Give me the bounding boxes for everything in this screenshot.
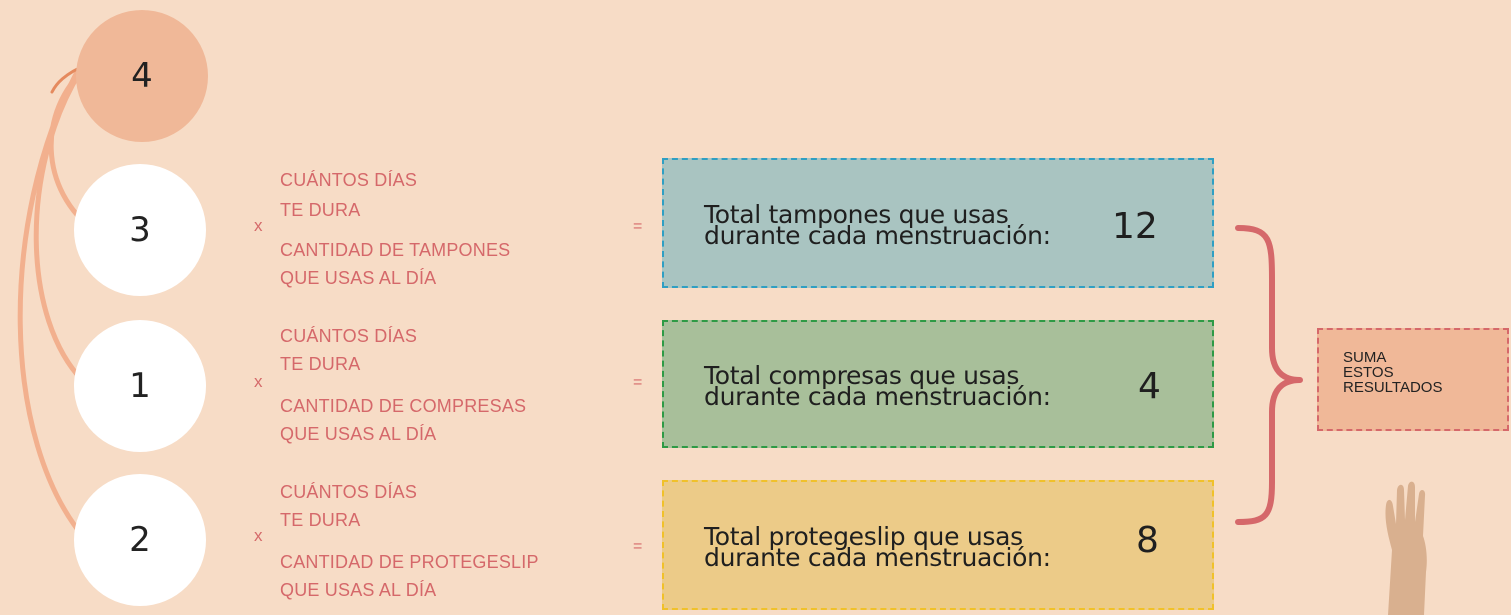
- result-label-line: durante cada menstruación:: [704, 221, 1051, 250]
- days-label: CUÁNTOS DÍAS: [280, 326, 418, 346]
- result-label: Total tampones que usas durante cada men…: [704, 200, 1051, 250]
- step-number: 3: [129, 210, 151, 250]
- days-label: TE DURA: [280, 510, 361, 530]
- step-circle-tampones: 3: [74, 164, 206, 296]
- sum-label: RESULTADOS: [1343, 379, 1443, 396]
- result-label-line: durante cada menstruación:: [704, 543, 1051, 572]
- result-value: 8: [1136, 520, 1159, 561]
- result-box-tampones: Total tampones que usas durante cada men…: [662, 158, 1214, 288]
- step-circle-compresas: 1: [74, 320, 206, 452]
- sum-label: ESTOS: [1343, 364, 1394, 381]
- result-box-compresas: Total compresas que usas durante cada me…: [662, 320, 1214, 448]
- result-label: Total compresas que usas durante cada me…: [704, 361, 1051, 411]
- times-sign: x: [254, 372, 263, 391]
- result-label-line: Total tampones que usas: [704, 200, 1009, 229]
- result-value: 12: [1112, 206, 1158, 247]
- result-label-line: Total protegeslip que usas: [704, 522, 1023, 551]
- step-number: 4: [131, 56, 153, 96]
- equals-sign: =: [633, 218, 643, 235]
- step-number: 2: [129, 520, 151, 560]
- days-label: CUÁNTOS DÍAS: [280, 482, 418, 502]
- equals-sign: =: [633, 374, 643, 391]
- result-value: 4: [1138, 366, 1161, 407]
- result-label-line: durante cada menstruación:: [704, 382, 1051, 411]
- result-box-protegeslip: Total protegeslip que usas durante cada …: [662, 480, 1214, 610]
- days-label: TE DURA: [280, 200, 361, 220]
- quantity-label: CANTIDAD DE COMPRESAS: [280, 396, 527, 416]
- quantity-label: QUE USAS AL DÍA: [280, 580, 437, 600]
- equals-sign: =: [633, 538, 643, 555]
- result-label: Total protegeslip que usas durante cada …: [704, 522, 1051, 572]
- sum-label: SUMA: [1343, 349, 1387, 366]
- days-label: CUÁNTOS DÍAS: [280, 170, 418, 190]
- result-label-line: Total compresas que usas: [704, 361, 1020, 390]
- step-number: 1: [129, 366, 151, 406]
- step-circle-protegeslip: 2: [74, 474, 206, 606]
- quantity-label: QUE USAS AL DÍA: [280, 424, 437, 444]
- times-sign: x: [254, 526, 263, 545]
- times-sign: x: [254, 216, 263, 235]
- raised-hand-icon: [1385, 481, 1427, 615]
- sum-results-box: SUMA ESTOS RESULTADOS: [1317, 328, 1509, 431]
- quantity-label: QUE USAS AL DÍA: [280, 268, 437, 288]
- curly-brace-icon: [1235, 225, 1303, 525]
- quantity-label: CANTIDAD DE TAMPONES: [280, 240, 511, 260]
- step-circle-top: 4: [76, 10, 208, 142]
- quantity-label: CANTIDAD DE PROTEGESLIP: [280, 552, 539, 572]
- days-label: TE DURA: [280, 354, 361, 374]
